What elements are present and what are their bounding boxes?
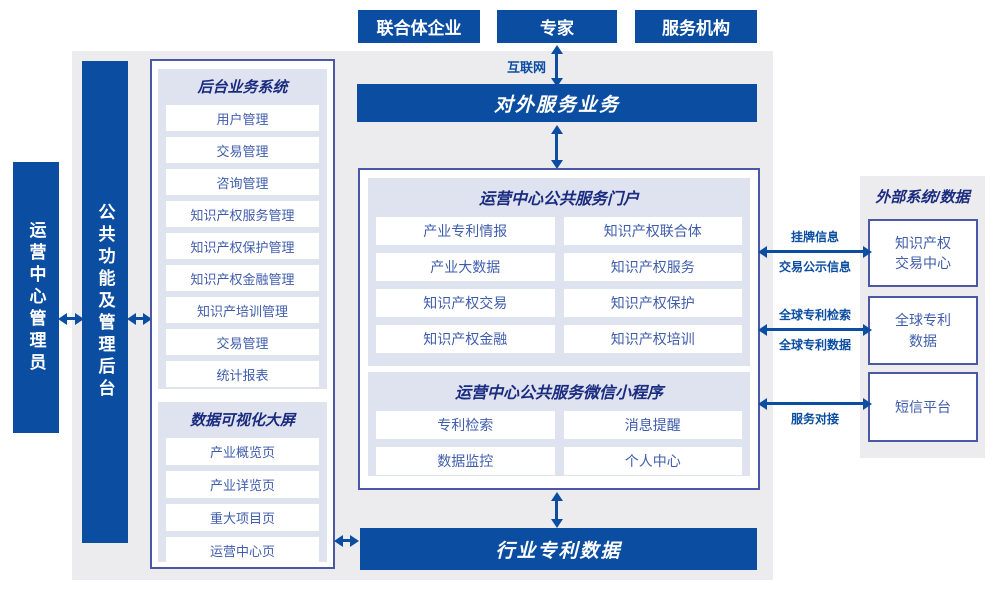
listing-info-double-arrow-icon: [767, 250, 863, 253]
service-connect-double-arrow-icon: [767, 402, 863, 405]
miniprogram-item: 消息提醒: [563, 411, 742, 439]
dashboard-item: 产业概览页: [166, 438, 319, 465]
portal-item: 产业专利情报: [376, 217, 555, 245]
panel-to-industry-double-arrow-icon: [343, 539, 350, 542]
operations-admin-label: 运营中心管理员: [26, 220, 46, 375]
external-to-center-double-arrow-icon: [555, 134, 558, 160]
backend-item: 知识产权保护管理: [166, 233, 319, 259]
data-visualization-section: 数据可视化大屏 产业概览页 产业详览页 重大项目页 运营中心页: [158, 402, 327, 564]
data-visualization-title: 数据可视化大屏: [189, 412, 295, 429]
link-label-bottom: 全球专利数据: [778, 338, 851, 352]
link-label-top: 全球专利检索: [778, 308, 851, 322]
miniprogram-section: 运营中心公共服务微信小程序 专利检索 消息提醒 数据监控 个人中心: [368, 372, 750, 476]
internet-label: 互联网: [506, 60, 546, 75]
external-service-bar: 对外服务业务: [357, 84, 757, 122]
link-label-bottom: 交易公示信息: [778, 260, 851, 274]
portal-item: 知识产权金融: [376, 325, 555, 353]
actor-experts: 专家: [497, 10, 617, 43]
backend-item: 知识产培训管理: [166, 297, 319, 323]
miniprogram-item: 专利检索: [376, 411, 555, 439]
center-service-panel: 运营中心公共服务门户 产业专利情报 知识产权联合体 产业大数据 知识产权服务 知…: [358, 168, 760, 490]
backend-system-title: 后台业务系统: [197, 79, 288, 96]
global-patent-double-arrow-icon: [767, 328, 863, 331]
public-service-portal-section: 运营中心公共服务门户 产业专利情报 知识产权联合体 产业大数据 知识产权服务 知…: [368, 178, 750, 366]
external-system-ip-trading-center: 知识产权 交易中心: [868, 219, 978, 287]
actor-consortium-enterprises: 联合体企业: [358, 10, 480, 43]
backend-item: 交易管理: [166, 137, 319, 163]
portal-item: 知识产权联合体: [563, 217, 742, 245]
external-system-global-patent-data: 全球专利 数据: [868, 296, 978, 365]
operations-admin-bar: 运营中心管理员: [13, 162, 59, 433]
public-functions-backend-label: 公共功能及管理后台: [95, 203, 115, 401]
backend-item: 用户管理: [166, 105, 319, 131]
miniprogram-item: 个人中心: [563, 447, 742, 475]
portal-item: 知识产权服务: [563, 253, 742, 281]
backend-system-section: 后台业务系统 用户管理 交易管理 咨询管理 知识产权服务管理 知识产权保护管理 …: [158, 69, 327, 389]
link-group-listing-info: 挂牌信息 交易公示信息: [767, 228, 863, 275]
actor-service-agencies: 服务机构: [635, 10, 757, 43]
left-backend-panel: 后台业务系统 用户管理 交易管理 咨询管理 知识产权服务管理 知识产权保护管理 …: [150, 59, 335, 569]
backend-item: 咨询管理: [166, 169, 319, 195]
portal-item: 产业大数据: [376, 253, 555, 281]
link-group-service-connect: 服务对接: [767, 397, 863, 427]
public-functions-backend-bar: 公共功能及管理后台: [82, 61, 128, 543]
portal-item: 知识产权保护: [563, 289, 742, 317]
public-service-portal-title: 运营中心公共服务门户: [478, 191, 639, 208]
backend-item: 知识产权金融管理: [166, 265, 319, 291]
miniprogram-title: 运营中心公共服务微信小程序: [454, 385, 663, 402]
portal-item: 知识产权培训: [563, 325, 742, 353]
backend-item: 知识产权服务管理: [166, 201, 319, 227]
portal-item: 知识产权交易: [376, 289, 555, 317]
backend-item: 统计报表: [166, 361, 319, 387]
dashboard-item: 产业详览页: [166, 471, 319, 498]
backend-panel-double-arrow-icon: [136, 317, 143, 320]
center-to-industry-double-arrow-icon: [555, 501, 558, 519]
dashboard-item: 重大项目页: [166, 504, 319, 531]
backend-item: 交易管理: [166, 329, 319, 355]
external-systems-title: 外部系统/数据: [875, 189, 970, 206]
industry-patent-data-bar: 行业专利数据: [360, 528, 757, 570]
link-label-top: 挂牌信息: [790, 230, 839, 244]
miniprogram-item: 数据监控: [376, 447, 555, 475]
link-group-global-patent: 全球专利检索 全球专利数据: [767, 306, 863, 353]
external-system-sms-platform: 短信平台: [868, 372, 978, 442]
dashboard-item: 运营中心页: [166, 537, 319, 564]
link-label-bottom: 服务对接: [790, 412, 839, 426]
internet-double-arrow-icon: [555, 54, 558, 78]
admin-backend-double-arrow-icon: [67, 317, 75, 320]
